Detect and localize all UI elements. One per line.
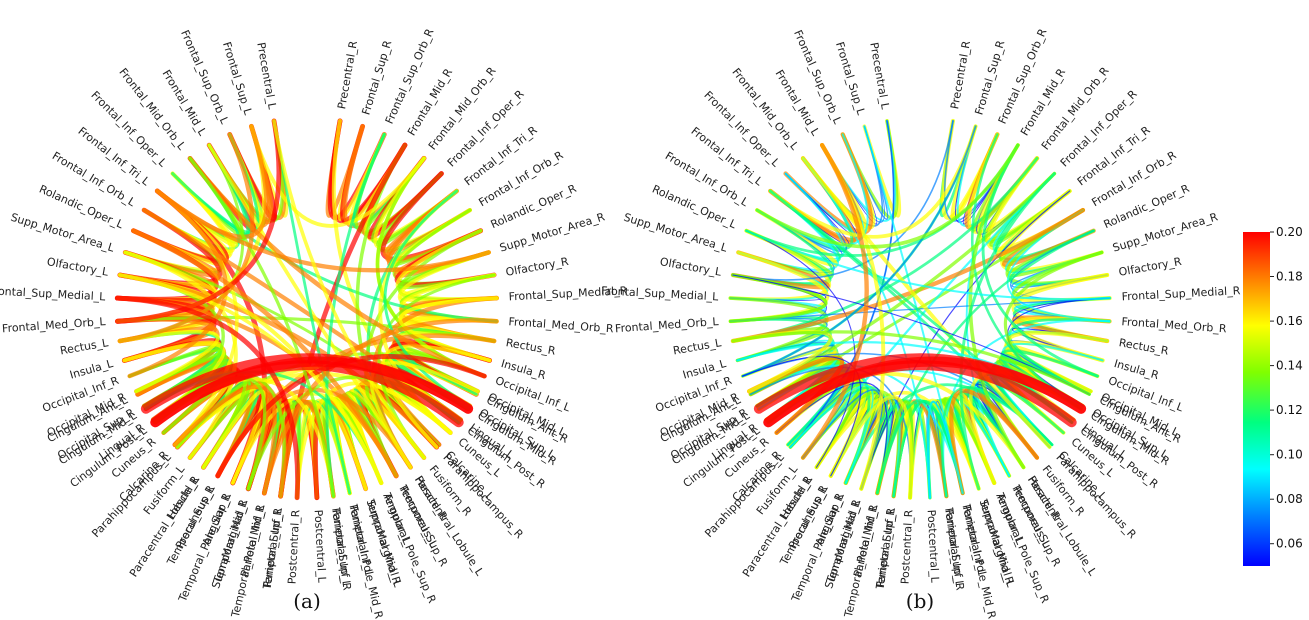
colorbar-tick-label: 0.16 — [1276, 314, 1303, 328]
connection-ribbon — [800, 142, 869, 460]
connection-ribbon — [150, 356, 474, 428]
region-label: Precentral_L — [254, 41, 279, 111]
connection-ribbon — [768, 189, 1065, 435]
connection-ribbon — [776, 381, 888, 494]
connection-ribbon — [1006, 209, 1111, 323]
connection-ribbon — [801, 156, 1052, 449]
connection-ribbon — [188, 156, 336, 498]
connection-ribbon — [828, 395, 914, 500]
connection-ribbon — [118, 273, 383, 485]
region-label: Frontal_Sup_Medial_R — [508, 284, 628, 303]
region-label: Frontal_Inf_Oper_L — [701, 89, 782, 170]
region-label: Frontal_Sup_Medial_L — [601, 284, 720, 303]
region-label: Olfactory_L — [46, 255, 110, 279]
connection-ribbon — [364, 229, 483, 478]
connection-ribbon — [731, 330, 1091, 396]
region-label: Frontal_Med_Orb_R — [508, 315, 614, 335]
region-label: Frontal_Med_Orb_L — [2, 315, 107, 335]
region-label: Frontal_Inf_Oper_R — [445, 87, 527, 169]
colorbar-bar — [1243, 232, 1270, 566]
connection-ribbon — [814, 391, 981, 491]
region-label: Frontal_Inf_Oper_L — [88, 89, 169, 170]
connection-ribbon — [118, 329, 220, 394]
region-label: Postcentral_L — [925, 509, 942, 584]
ribbons-b — [728, 118, 1112, 500]
colorbar-tick-label: 0.08 — [1276, 492, 1303, 506]
connection-ribbon — [117, 132, 255, 344]
region-label: Frontal_Inf_Oper_R — [1058, 87, 1140, 169]
colorbar-tick-label: 0.20 — [1276, 225, 1303, 239]
colorbar-tick-label: 0.14 — [1276, 359, 1303, 373]
connection-ribbon — [249, 124, 426, 228]
caption-b: (b) — [906, 589, 934, 613]
connection-ribbon — [172, 384, 277, 496]
region-label: Rectus_L — [59, 336, 110, 357]
colorbar-tick-label: 0.06 — [1276, 537, 1303, 551]
connection-ribbon — [115, 315, 496, 343]
region-label: Postcentral_R — [286, 509, 303, 585]
region-label: Frontal_Sup_Medial_R — [1121, 284, 1241, 303]
connection-ribbon — [768, 124, 978, 239]
connection-ribbon — [763, 356, 1087, 428]
colorbar-tick-label: 0.18 — [1276, 270, 1303, 284]
region-label: Rectus_L — [672, 336, 723, 357]
region-label: Olfactory_L — [659, 255, 723, 279]
connection-ribbon — [981, 143, 1099, 378]
region-label: Frontal_Med_Orb_R — [1121, 315, 1227, 335]
region-label: Rectus_R — [1118, 336, 1170, 358]
connection-ribbon — [789, 384, 874, 484]
connection-ribbon — [114, 295, 301, 501]
colorbar-ticks: 0.20 0.18 0.16 0.14 0.12 0.10 0.08 0.06 — [1270, 225, 1303, 551]
connectogram-b: Precentral_LFrontal_Sup_LFrontal_Sup_Orb… — [601, 26, 1241, 620]
region-label: Postcentral_R — [899, 509, 916, 585]
region-label: Olfactory_R — [505, 255, 570, 279]
colorbar-tick-label: 0.12 — [1276, 403, 1303, 417]
region-label: Rectus_R — [505, 336, 557, 358]
connection-ribbon — [926, 400, 964, 499]
caption-a: (a) — [293, 589, 321, 613]
colorbar: 0.20 0.18 0.16 0.14 0.12 0.10 0.08 0.06 — [1243, 225, 1303, 566]
connection-ribbon — [115, 118, 282, 324]
colorbar-tick-label: 0.10 — [1276, 448, 1303, 462]
connection-ribbon — [971, 133, 1083, 410]
region-label: Precentral_R — [948, 40, 973, 111]
connection-ribbon — [860, 190, 1071, 490]
ribbons-a — [114, 118, 499, 501]
region-label: Postcentral_L — [312, 509, 329, 584]
region-label: Olfactory_R — [1118, 255, 1183, 279]
connection-ribbon — [131, 228, 399, 479]
connection-ribbon — [755, 143, 1020, 249]
connection-ribbon — [802, 157, 931, 499]
connection-ribbon — [1007, 297, 1111, 407]
connection-ribbon — [398, 296, 499, 363]
connection-ribbon — [745, 230, 856, 468]
region-label: Frontal_Sup_Medial_L — [0, 284, 107, 303]
region-label: Frontal_Med_Orb_L — [615, 315, 720, 335]
connection-ribbon — [272, 119, 426, 460]
connection-ribbon — [383, 189, 472, 408]
connection-ribbon — [959, 172, 1056, 491]
region-label: Precentral_L — [867, 41, 892, 111]
region-label: Precentral_R — [335, 40, 360, 111]
connection-ribbon — [741, 125, 977, 377]
connectogram-a: Precentral_LFrontal_Sup_LFrontal_Sup_Orb… — [0, 26, 628, 620]
connection-ribbon — [745, 229, 1111, 301]
